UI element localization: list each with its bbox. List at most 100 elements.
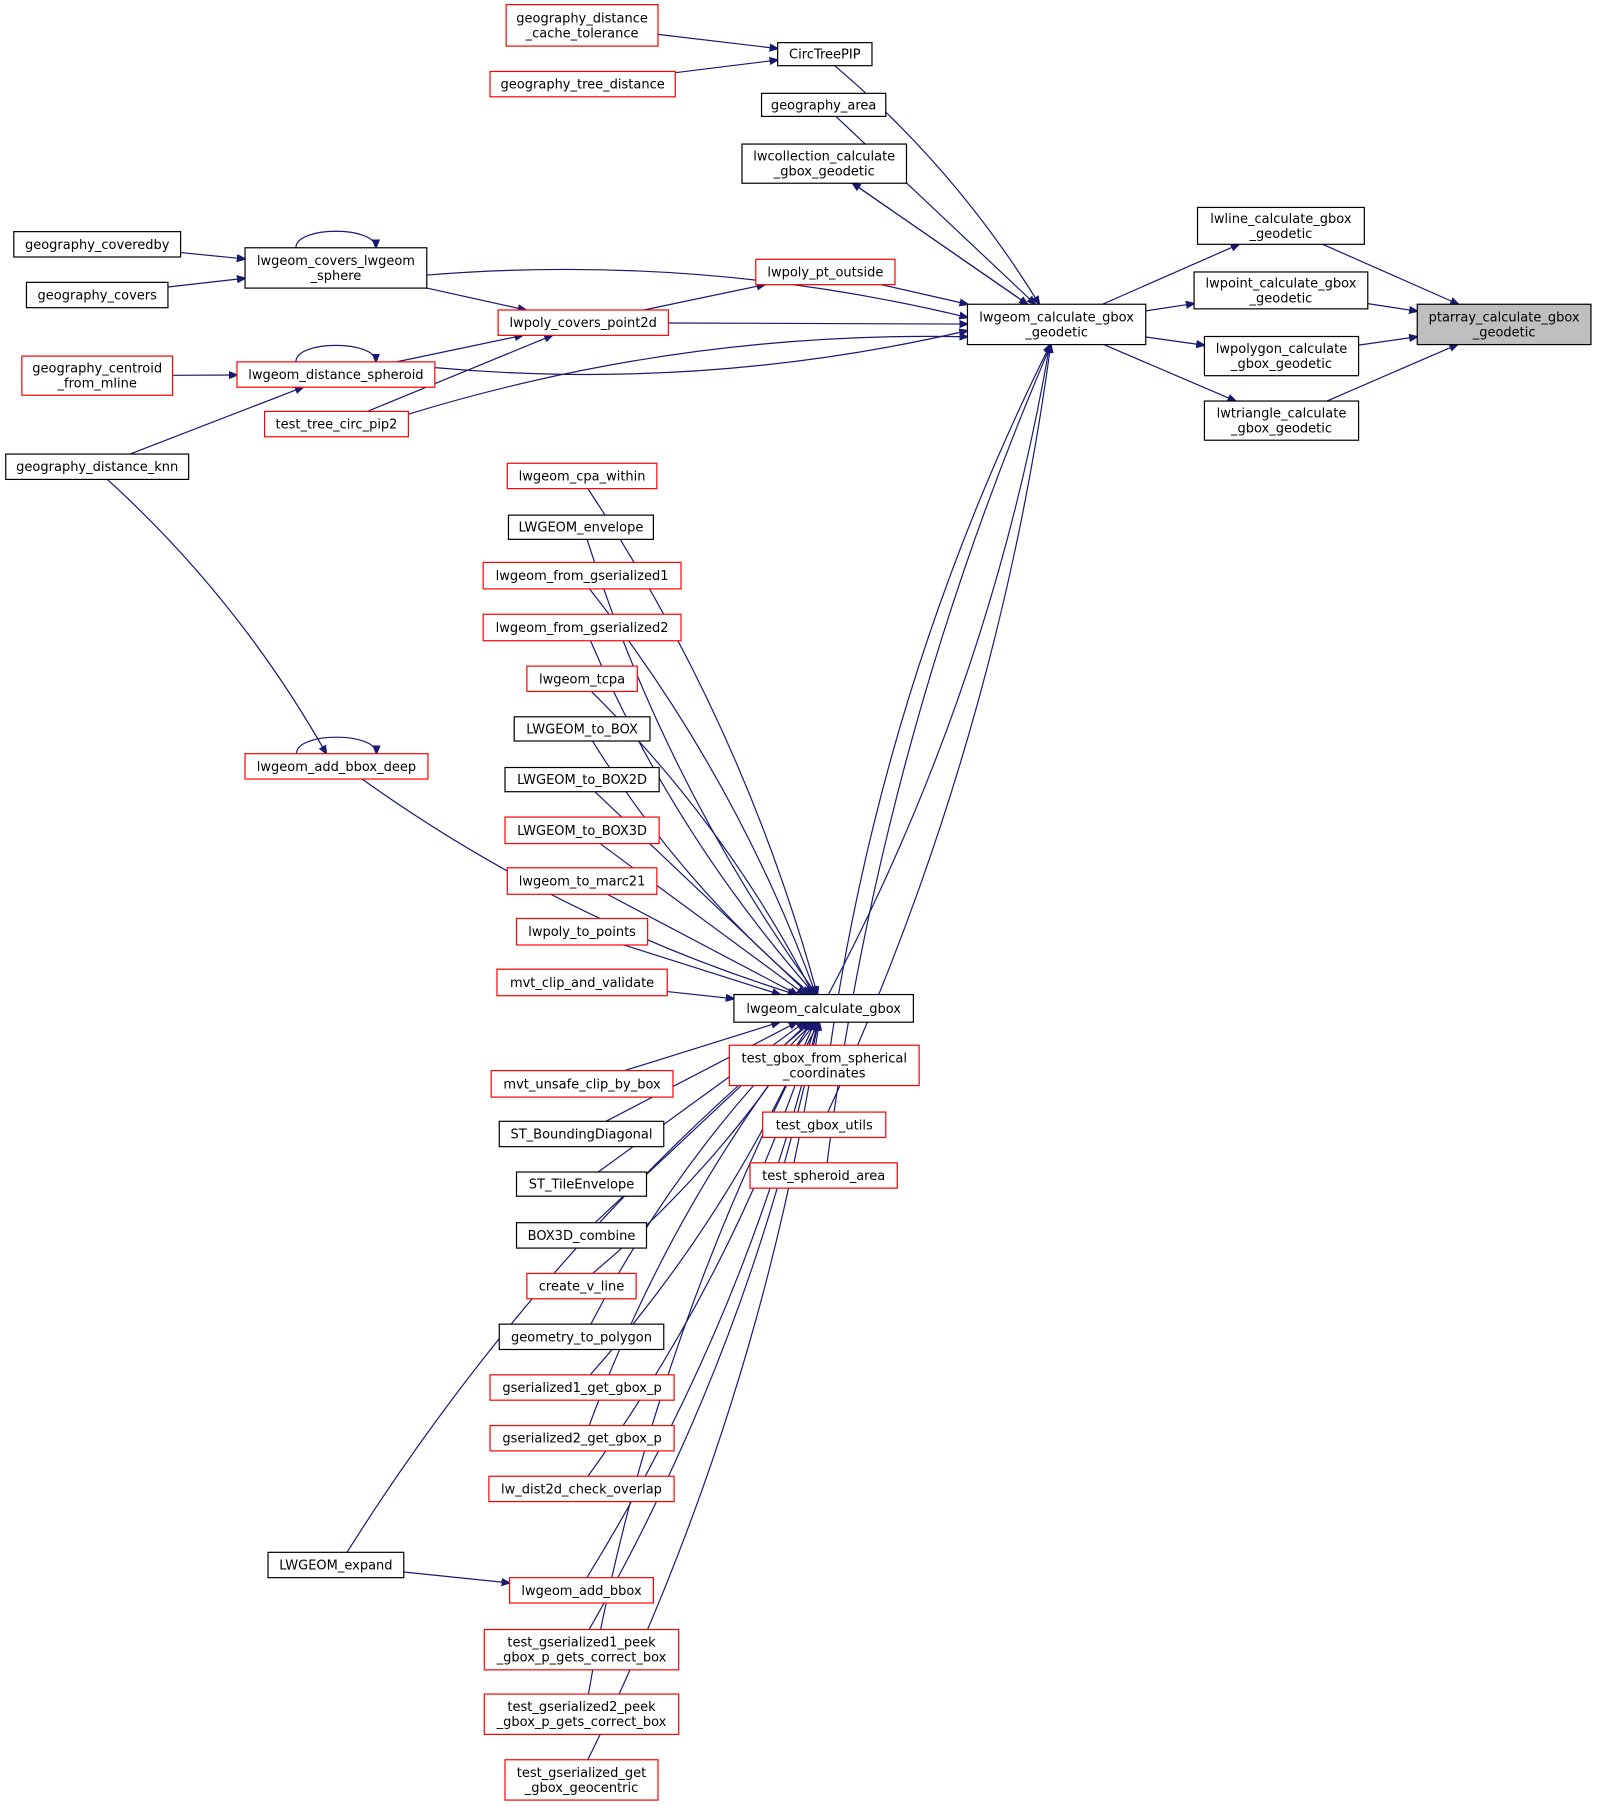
edge-lwgeom-calculate-gbox-geodetic-to-lwtriangle-calculate-gbox-geodetic — [1103, 344, 1236, 401]
node-lwgeom-to-marc21[interactable]: lwgeom_to_marc21 — [506, 867, 658, 895]
node-label-line: _cache_tolerance — [525, 26, 639, 41]
node-gserialized1-get-gbox-p[interactable]: gserialized1_get_gbox_p — [489, 1374, 675, 1401]
node-lwgeom-distance-spheroid[interactable]: lwgeom_distance_spheroid — [236, 361, 436, 388]
node-lwgeom-calculate-gbox[interactable]: lwgeom_calculate_gbox — [733, 993, 914, 1023]
node-test-spheroid-area[interactable]: test_spheroid_area — [749, 1162, 898, 1189]
node-lwtriangle-calculate-gbox-geodetic[interactable]: lwtriangle_calculate_gbox_geodetic — [1203, 400, 1360, 441]
node-label-line: ST_TileEnvelope — [529, 1178, 634, 1193]
node-geography-distance-knn[interactable]: geography_distance_knn — [5, 453, 190, 481]
node-label-line: _gbox_geocentric — [524, 1781, 639, 1796]
node-box — [504, 1759, 659, 1801]
node-geometry-to-polygon[interactable]: geometry_to_polygon — [498, 1323, 665, 1351]
node-box — [490, 1070, 674, 1098]
node-geography-coveredby[interactable]: geography_coveredby — [13, 231, 182, 258]
node-lwline-calculate-gbox-geodetic[interactable]: lwline_calculate_gbox_geodetic — [1196, 206, 1365, 245]
node-box — [236, 361, 436, 388]
node-lwgeom-calculate-gbox-geodetic[interactable]: lwgeom_calculate_gbox_geodetic — [966, 303, 1147, 346]
node-label-line: ST_BoundingDiagonal — [510, 1127, 652, 1142]
node-lwgeom-tcpa[interactable]: lwgeom_tcpa — [526, 665, 638, 693]
node-box — [515, 917, 649, 946]
node-test-gserialized2-peek-gbox-p-gets-correct-box[interactable]: test_gserialized2_peek_gbox_p_gets_corre… — [483, 1693, 680, 1735]
node-label-line: lwpoly_covers_point2d — [510, 316, 657, 331]
node-lwcollection-calculate-gbox-geodetic[interactable]: lwcollection_calculate_gbox_geodetic — [741, 143, 908, 184]
node-box — [1203, 335, 1360, 377]
node-lw-dist2d-check-overlap[interactable]: lw_dist2d_check_overlap — [488, 1475, 675, 1503]
node-lwpoly-pt-outside[interactable]: lwpoly_pt_outside — [755, 258, 896, 286]
node-lwgeom-add-bbox-deep[interactable]: lwgeom_add_bbox_deep — [244, 753, 429, 780]
node-mvt-clip-and-validate[interactable]: mvt_clip_and_validate — [496, 968, 668, 997]
node-test-gbox-utils[interactable]: test_gbox_utils — [762, 1111, 887, 1139]
node-circtreepip[interactable]: CircTreePIP — [777, 42, 873, 67]
edge-geography-coveredby-to-lwgeom-covers-lwgeom-sphere — [180, 251, 245, 259]
node-box — [263, 410, 409, 438]
node-box — [482, 561, 682, 590]
node-label-line: lwgeom_from_gserialized1 — [496, 569, 669, 584]
node-lwpoly-to-points[interactable]: lwpoly_to_points — [515, 917, 649, 946]
edge-lwgeom-covers-lwgeom-sphere-to-lwpoly-covers-point2d — [426, 287, 526, 310]
node-label-line: test_gserialized1_peek — [507, 1636, 656, 1651]
node-label-line: test_gbox_utils — [776, 1118, 873, 1133]
edge-mvt-unsafe-clip-by-box-to-lwgeom-calculate-gbox — [624, 1022, 779, 1072]
node-geography-area[interactable]: geography_area — [760, 92, 887, 117]
node-lwgeom-to-box3d[interactable]: LWGEOM_to_BOX3D — [504, 816, 660, 845]
node-lwpoint-calculate-gbox-geodetic[interactable]: lwpoint_calculate_gbox_geodetic — [1193, 271, 1369, 310]
edge-lwgeom-calculate-gbox-geodetic-to-lwline-calculate-gbox-geodetic — [1102, 244, 1239, 305]
node-ptarray-calculate-gbox-geodetic[interactable]: ptarray_calculate_gbox_geodetic — [1416, 303, 1592, 346]
edge-geography-covers-to-lwgeom-covers-lwgeom-sphere — [167, 278, 245, 288]
node-label-line: LWGEOM_envelope — [518, 521, 643, 536]
node-label-line: lwgeom_add_bbox_deep — [257, 760, 416, 775]
node-box — [498, 1323, 665, 1351]
node-lwpolygon-calculate-gbox-geodetic[interactable]: lwpolygon_calculate_gbox_geodetic — [1203, 335, 1360, 377]
node-lwgeom-to-box[interactable]: LWGEOM_to_BOX — [513, 716, 651, 742]
node-box — [1416, 303, 1592, 346]
node-st-boundingdiagonal[interactable]: ST_BoundingDiagonal — [498, 1120, 665, 1148]
node-test-gbox-from-spherical-coordinates[interactable]: test_gbox_from_spherical_coordinates — [728, 1044, 920, 1087]
node-test-gserialized-get-gbox-geocentric[interactable]: test_gserialized_get_gbox_geocentric — [504, 1759, 659, 1801]
node-label-line: _from_mline — [57, 377, 137, 392]
node-box3d-combine[interactable]: BOX3D_combine — [515, 1222, 648, 1249]
node-gserialized2-get-gbox-p[interactable]: gserialized2_get_gbox_p — [489, 1424, 675, 1452]
edge-lwgeom-calculate-gbox-to-lwgeom-calculate-gbox-geodetic — [827, 345, 1049, 995]
node-lwgeom-from-gserialized2[interactable]: lwgeom_from_gserialized2 — [482, 613, 682, 642]
node-geography-distance-cache-tolerance[interactable]: geography_distance_cache_tolerance — [505, 4, 659, 47]
edge-mvt-clip-and-validate-to-lwgeom-calculate-gbox — [667, 990, 734, 999]
node-lwgeom-envelope[interactable]: LWGEOM_envelope — [507, 514, 655, 540]
edge-lwgeom-expand-to-lwgeom-add-bbox — [403, 1571, 510, 1583]
node-lwgeom-from-gserialized1[interactable]: lwgeom_from_gserialized1 — [482, 561, 682, 590]
node-geography-centroid-from-mline[interactable]: geography_centroid_from_mline — [21, 355, 174, 396]
node-box — [733, 993, 914, 1023]
node-box — [506, 867, 658, 895]
node-label-line: lwgeom_to_marc21 — [519, 875, 646, 890]
node-label-line: ptarray_calculate_gbox — [1429, 310, 1580, 325]
node-lwpoly-covers-point2d[interactable]: lwpoly_covers_point2d — [497, 309, 669, 336]
node-label-line: geography_distance_knn — [16, 460, 178, 475]
node-label-line: lwpoly_pt_outside — [767, 265, 883, 280]
node-label-line: LWGEOM_to_BOX — [526, 722, 638, 737]
node-box — [755, 258, 896, 286]
node-mvt-unsafe-clip-by-box[interactable]: mvt_unsafe_clip_by_box — [490, 1070, 674, 1098]
node-create-v-line[interactable]: create_v_line — [526, 1272, 637, 1300]
node-label-line: test_gserialized_get — [517, 1766, 647, 1781]
node-st-tileenvelope[interactable]: ST_TileEnvelope — [515, 1171, 648, 1197]
edge-lwgeom-add-bbox-deep-to-lwgeom-calculate-gbox — [361, 778, 796, 995]
node-box — [526, 1272, 637, 1300]
node-box — [728, 1044, 920, 1087]
node-test-gserialized1-peek-gbox-p-gets-correct-box[interactable]: test_gserialized1_peek_gbox_p_gets_corre… — [483, 1628, 680, 1671]
node-label-line: geometry_to_polygon — [511, 1330, 652, 1345]
node-lwgeom-covers-lwgeom-sphere[interactable]: lwgeom_covers_lwgeom_sphere — [244, 247, 428, 289]
node-label-line: lwline_calculate_gbox — [1210, 212, 1352, 227]
node-lwgeom-expand[interactable]: LWGEOM_expand — [267, 1551, 405, 1579]
node-test-tree-circ-pip2[interactable]: test_tree_circ_pip2 — [263, 410, 409, 438]
edge-lwpoint-calculate-gbox-geodetic-to-ptarray-calculate-gbox-geodetic — [1367, 303, 1417, 312]
node-lwgeom-cpa-within[interactable]: lwgeom_cpa_within — [506, 462, 658, 490]
edge-geography-area-to-lwgeom-calculate-gbox-geodetic — [835, 115, 1035, 304]
node-box — [1203, 400, 1360, 441]
node-geography-covers[interactable]: geography_covers — [25, 281, 169, 309]
node-lwgeom-add-bbox[interactable]: lwgeom_add_bbox — [509, 1577, 655, 1604]
node-label-line: lwgeom_add_bbox — [521, 1584, 642, 1599]
node-geography-tree-distance[interactable]: geography_tree_distance — [489, 70, 676, 98]
node-label-line: lwpoint_calculate_gbox — [1205, 276, 1356, 291]
node-lwgeom-to-box2d[interactable]: LWGEOM_to_BOX2D — [504, 766, 660, 793]
node-box — [5, 453, 190, 481]
node-label-line: _gbox_geodetic — [1230, 357, 1332, 372]
